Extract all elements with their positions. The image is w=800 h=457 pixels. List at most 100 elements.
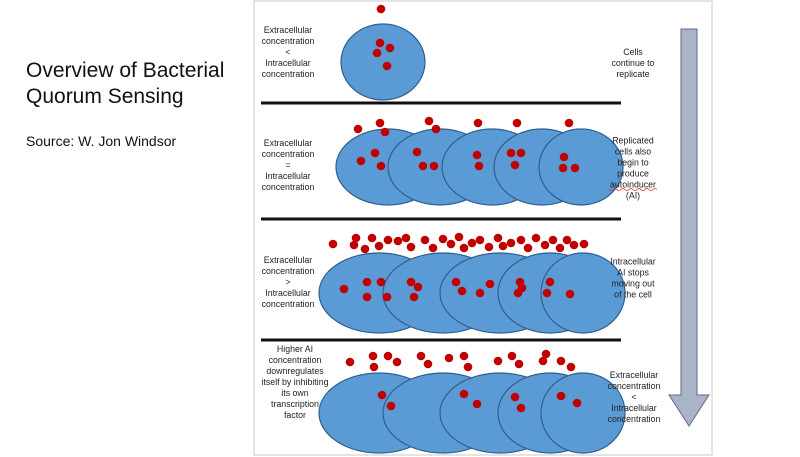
autoinducer-molecule [375,118,385,128]
stage-3-right-label-line: AI stops [617,268,649,278]
autoinducer-molecule [383,351,393,361]
stage-4-left-label-line: itself by inhibiting [262,377,329,387]
stage-2-right-label-line: produce [617,169,649,179]
autoinducer-molecule [463,362,473,372]
autoinducer-molecule [376,4,386,14]
autoinducer-molecule [579,239,589,249]
autoinducer-molecule [362,292,372,302]
autoinducer-molecule [493,356,503,366]
autoinducer-molecule [562,235,572,245]
autoinducer-molecule [516,235,526,245]
autoinducer-molecule [368,351,378,361]
stage-4-right-label-line: Extracellular [610,370,658,380]
stage-2-right-label-line: autoinducer [610,180,656,190]
autoinducer-molecule [412,147,422,157]
stage-4-left-label-line: concentration [269,355,322,365]
autoinducer-molecule [569,240,579,250]
stage-1-left-label-line: concentration [262,69,315,79]
autoinducer-molecule [523,243,533,253]
stage-2-right-label-line: (AI) [626,191,640,201]
autoinducer-molecule [420,235,430,245]
slide-title-line-2: Quorum Sensing [26,85,184,108]
stage-4-left-label-line: its own [281,388,308,398]
autoinducer-molecule [383,235,393,245]
stage-2-right-label-line: begin to [617,158,648,168]
autoinducer-molecule [506,148,516,158]
autoinducer-molecule [413,282,423,292]
stage-3-left-label-line: Extracellular [264,255,312,265]
stage-1-left-label-line: Extracellular [264,25,312,35]
autoinducer-molecule [367,233,377,243]
autoinducer-molecule [376,277,386,287]
autoinducer-molecule [385,43,395,53]
slide-title: Overview of Bacterial Quorum Sensing [26,58,256,110]
stage-3-left-label-line: Intracellular [265,288,311,298]
stage-1-left-label-line: < [285,47,290,57]
autoinducer-molecule [485,279,495,289]
autoinducer-molecule [472,399,482,409]
autoinducer-molecule [531,233,541,243]
autoinducer-molecule [566,362,576,372]
autoinducer-molecule [558,163,568,173]
autoinducer-molecule [444,353,454,363]
autoinducer-molecule [375,38,385,48]
autoinducer-molecule [493,233,503,243]
slide-title-line-1: Overview of Bacterial [26,59,225,82]
autoinducer-molecule [418,161,428,171]
autoinducer-molecule [556,356,566,366]
autoinducer-molecule [409,292,419,302]
stage-1-right-label-line: replicate [616,69,649,79]
autoinducer-molecule [406,277,416,287]
autoinducer-molecule [406,242,416,252]
autoinducer-molecule [438,234,448,244]
autoinducer-molecule [475,235,485,245]
autoinducer-molecule [454,232,464,242]
autoinducer-molecule [538,356,548,366]
autoinducer-molecule [423,359,433,369]
stage-4-left-label-line: factor [284,410,306,420]
autoinducer-molecule [555,243,565,253]
autoinducer-molecule [559,152,569,162]
autoinducer-molecule [459,389,469,399]
autoinducer-molecule [401,233,411,243]
stage-3-left-label-line: concentration [262,266,315,276]
stage-2-left-label-line: concentration [262,182,315,192]
autoinducer-molecule [393,236,403,246]
stage-4-right-label-line: concentration [608,381,661,391]
autoinducer-molecule [369,362,379,372]
autoinducer-molecule [431,124,441,134]
autoinducer-molecule [459,351,469,361]
autoinducer-molecule [428,243,438,253]
autoinducer-molecule [475,288,485,298]
autoinducer-molecule [542,288,552,298]
slide-source: Source: W. Jon Windsor [26,133,177,149]
stage-4-left-label-line: transcription [271,399,319,409]
autoinducer-molecule [473,118,483,128]
stage-1-right-label-line: continue to [611,58,654,68]
autoinducer-molecule [556,391,566,401]
stage-2-right-label-line: Replicated [612,136,654,146]
stage-2-left-label-line: = [285,160,290,170]
autoinducer-molecule [459,243,469,253]
autoinducer-molecule [517,283,527,293]
autoinducer-molecule [339,284,349,294]
bacterium-cell-stage1-1 [340,23,426,101]
autoinducer-molecule [328,239,338,249]
stage-2-left-label-line: Extracellular [264,138,312,148]
autoinducer-molecule [498,241,508,251]
autoinducer-molecule [380,127,390,137]
stage-1-left-label-line: concentration [262,36,315,46]
autoinducer-molecule [510,160,520,170]
autoinducer-molecule [545,277,555,287]
autoinducer-molecule [392,357,402,367]
autoinducer-molecule [451,277,461,287]
autoinducer-molecule [467,238,477,248]
autoinducer-molecule [484,242,494,252]
